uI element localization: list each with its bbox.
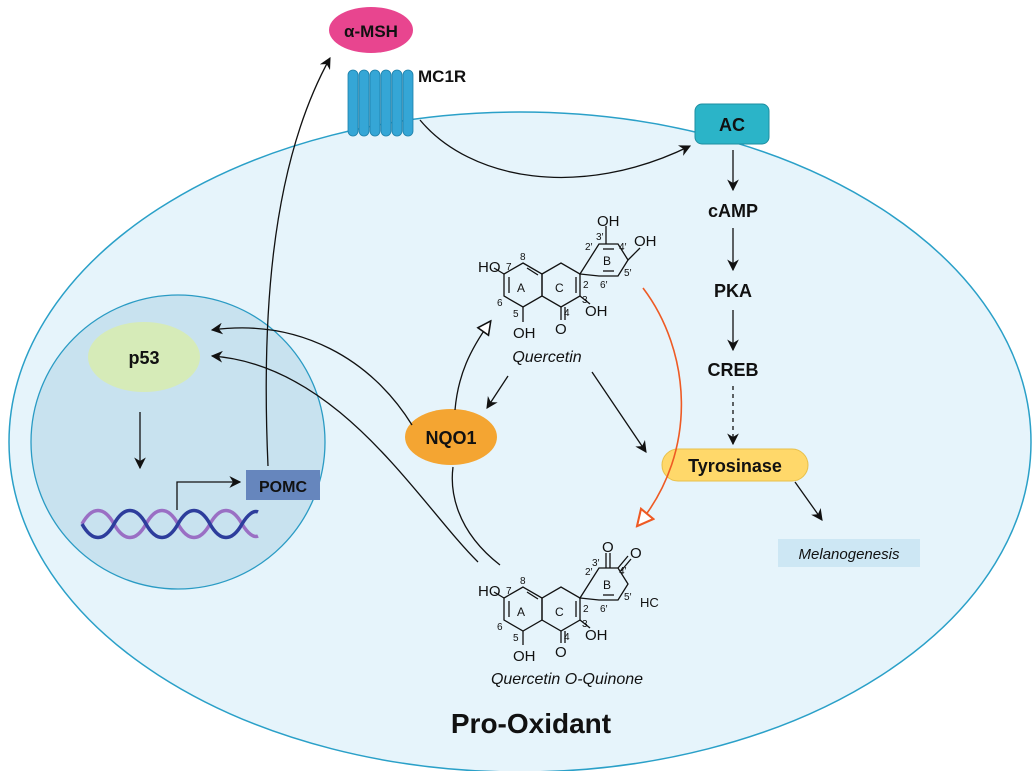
melanogenesis-label: Melanogenesis xyxy=(799,546,900,563)
svg-text:2′: 2′ xyxy=(585,567,593,578)
svg-text:4: 4 xyxy=(564,308,570,319)
svg-text:5: 5 xyxy=(513,309,519,320)
svg-text:6: 6 xyxy=(497,298,503,309)
arrow-mc1r-to-ac xyxy=(419,119,692,179)
svg-text:7: 7 xyxy=(506,262,512,273)
tyrosinase-node xyxy=(661,448,809,482)
pomc-node xyxy=(246,470,320,500)
quinone-label: Quercetin O-Quinone xyxy=(491,671,643,688)
dna-helix-icon xyxy=(80,508,259,540)
svg-text:OH: OH xyxy=(585,303,608,320)
arrow-nqo1-to-p53-upper xyxy=(210,322,413,426)
p53-node xyxy=(88,322,200,392)
quinone-structure xyxy=(493,553,632,645)
svg-text:3′: 3′ xyxy=(592,558,600,569)
svg-text:O: O xyxy=(630,545,642,562)
nqo1-node xyxy=(405,409,497,465)
svg-text:B: B xyxy=(603,254,611,268)
pro-oxidant-title: Pro-Oxidant xyxy=(451,708,611,739)
alpha-msh-node xyxy=(329,7,413,53)
arrow-quercetin-to-quinone xyxy=(638,287,683,525)
svg-text:2′: 2′ xyxy=(585,242,593,253)
ac-node xyxy=(694,103,770,145)
svg-text:OH: OH xyxy=(513,648,536,665)
svg-text:C: C xyxy=(555,605,564,619)
svg-text:5′: 5′ xyxy=(624,592,632,603)
svg-text:6′: 6′ xyxy=(600,604,608,615)
arrow-quercetin-to-tyrosinase xyxy=(591,371,647,453)
pka-label: PKA xyxy=(714,281,752,301)
svg-text:3: 3 xyxy=(582,295,588,306)
ac-label: AC xyxy=(719,115,745,135)
melanogenesis-box xyxy=(778,539,920,567)
svg-text:O: O xyxy=(555,321,567,338)
quercetin-structure xyxy=(493,226,641,322)
svg-text:OH: OH xyxy=(634,233,657,250)
svg-text:8: 8 xyxy=(520,576,526,587)
arrow-pomc-to-alpha-msh xyxy=(265,56,331,467)
alpha-msh-label: α-MSH xyxy=(344,22,398,41)
svg-text:HO: HO xyxy=(478,259,501,276)
svg-text:5: 5 xyxy=(513,633,519,644)
creb-label: CREB xyxy=(707,360,758,380)
quercetin-label: Quercetin xyxy=(512,349,581,366)
pomc-label: POMC xyxy=(259,479,307,496)
svg-text:HO: HO xyxy=(478,583,501,600)
arrow-quinone-to-p53 xyxy=(210,350,479,563)
quinone-text: O O HC HO OH OH O A C B 7 8 6 5 4 3 2 2′… xyxy=(478,539,659,665)
svg-text:OH: OH xyxy=(585,627,608,644)
quercetin-text: OH OH HO OH OH O A C B 7 8 6 5 4 3 2 2′ … xyxy=(478,213,657,342)
svg-text:3: 3 xyxy=(582,619,588,630)
svg-text:8: 8 xyxy=(520,252,526,263)
svg-text:OH: OH xyxy=(513,325,536,342)
svg-text:2: 2 xyxy=(583,604,589,615)
svg-text:OH: OH xyxy=(597,213,620,230)
tyrosinase-label: Tyrosinase xyxy=(688,456,782,476)
svg-text:7: 7 xyxy=(506,586,512,597)
svg-text:4′: 4′ xyxy=(619,242,627,253)
arrow-quercetin-to-nqo1 xyxy=(486,375,509,409)
svg-text:O: O xyxy=(555,644,567,661)
svg-text:O: O xyxy=(602,539,614,556)
svg-text:3′: 3′ xyxy=(596,232,604,243)
pathway-arrows xyxy=(134,56,823,566)
p53-label: p53 xyxy=(128,348,159,368)
svg-text:5′: 5′ xyxy=(624,268,632,279)
svg-text:A: A xyxy=(517,281,525,295)
arrow-dna-to-pomc xyxy=(176,476,242,510)
svg-text:A: A xyxy=(517,605,525,619)
mc1r-label: MC1R xyxy=(418,67,466,86)
svg-text:4′: 4′ xyxy=(619,566,627,577)
svg-text:2: 2 xyxy=(583,280,589,291)
svg-text:C: C xyxy=(555,281,564,295)
svg-text:4: 4 xyxy=(564,632,570,643)
camp-label: cAMP xyxy=(708,201,758,221)
curve-quinone-to-nqo1 xyxy=(451,466,501,566)
svg-text:HC: HC xyxy=(640,595,659,610)
arrow-tyrosinase-to-melanogenesis xyxy=(794,481,823,521)
svg-text:6′: 6′ xyxy=(600,280,608,291)
mc1r-receptor-icon xyxy=(347,69,414,137)
nqo1-label: NQO1 xyxy=(425,428,476,448)
svg-text:6: 6 xyxy=(497,622,503,633)
svg-text:B: B xyxy=(603,578,611,592)
arrow-nqo1-to-quercetin xyxy=(454,322,490,411)
